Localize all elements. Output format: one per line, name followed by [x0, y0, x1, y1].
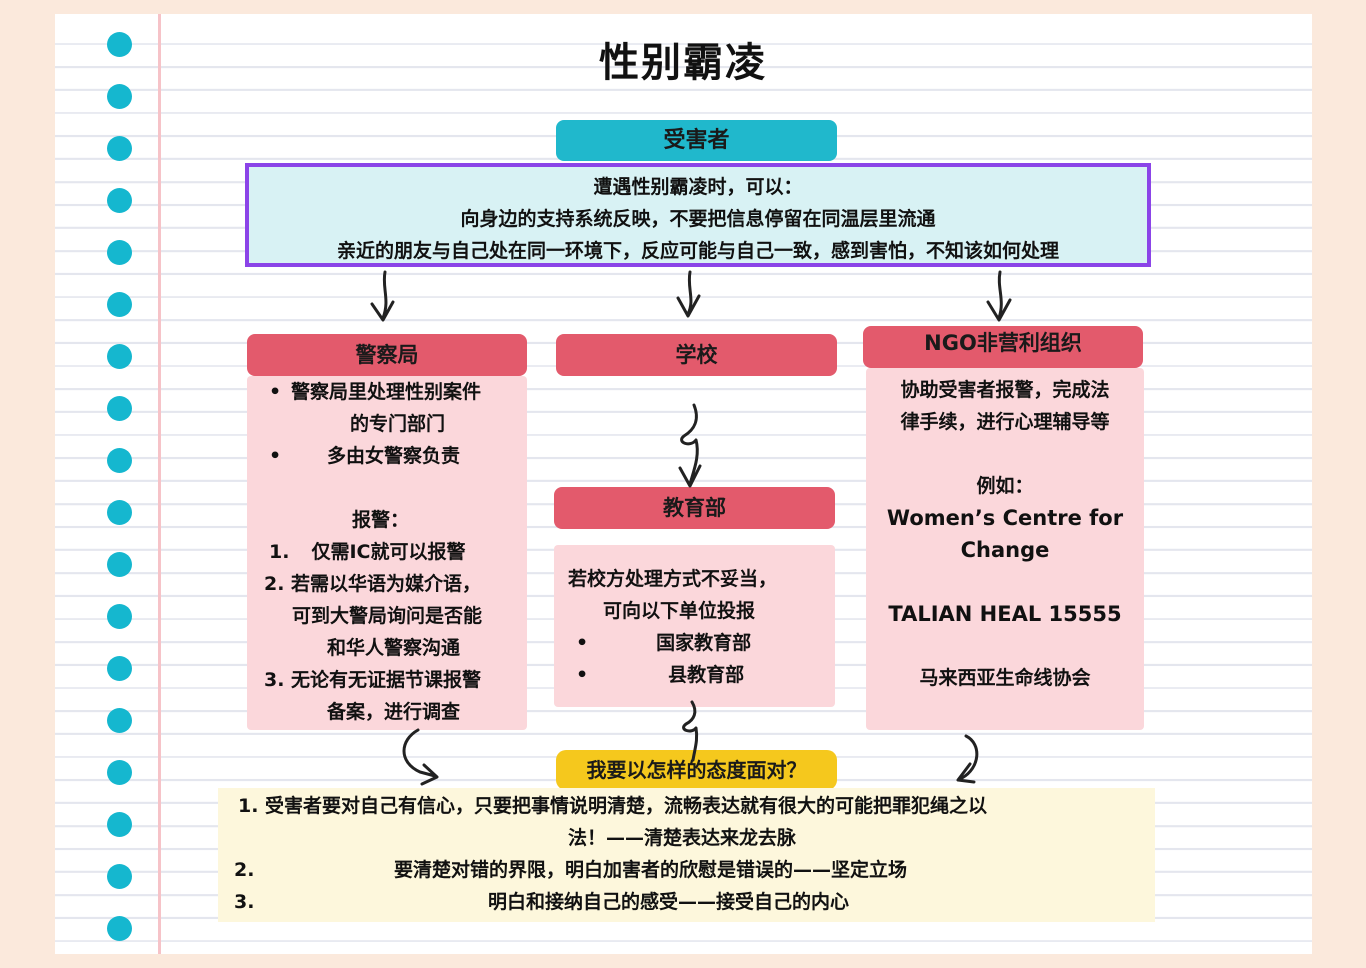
ngo-line: 协助受害者报警，完成法 — [900, 379, 1110, 401]
education-line: 可向以下单位投报 — [603, 600, 756, 622]
attitude-item: 2.要清楚对错的界限，明白加害者的欣慰是错误的——坚定立场 — [234, 859, 908, 881]
binder-hole — [107, 448, 132, 473]
binder-hole — [107, 552, 132, 577]
binder-hole — [107, 344, 132, 369]
police-box: •警察局里处理性别案件 的专门部门 •多由女警察负责 报警： 1.仅需IC就可以… — [247, 376, 527, 730]
police-header: 警察局 — [247, 334, 527, 376]
report-step: 1.仅需IC就可以报警 — [269, 541, 466, 563]
binder-hole — [107, 916, 132, 941]
binder-hole — [107, 396, 132, 421]
report-step: 2. 若需以华语为媒介语， — [264, 573, 482, 595]
school-header: 学校 — [556, 334, 837, 376]
intro-line: 亲近的朋友与自己处在同一环境下，反应可能与自己一致，感到害怕，不知该如何处理 — [336, 240, 1059, 262]
attitude-question: 我要以怎样的态度面对？ — [556, 750, 837, 790]
police-bullet: •警察局里处理性别案件 — [269, 381, 482, 403]
intro-line: 向身边的支持系统反映，不要把信息停留在同温层里流通 — [460, 208, 936, 230]
police-bullet-cont: 的专门部门 — [350, 413, 446, 435]
intro-box: 遭遇性别霸凌时，可以： 向身边的支持系统反映，不要把信息停留在同温层里流通 亲近… — [245, 163, 1151, 267]
ngo-line: 律手续，进行心理辅导等 — [900, 411, 1110, 433]
binder-hole — [107, 500, 132, 525]
intro-line: 遭遇性别霸凌时，可以： — [593, 176, 803, 198]
example-label: 例如： — [976, 475, 1034, 497]
binder-hole — [107, 188, 132, 213]
attitude-item: 法！——清楚表达来龙去脉 — [568, 827, 797, 849]
ngo-example: TALIAN HEAL 15555 — [888, 602, 1122, 626]
binder-hole — [107, 708, 132, 733]
report-step-cont: 和华人警察沟通 — [327, 637, 461, 659]
binder-hole — [107, 812, 132, 837]
ngo-example: Women’s Centre for — [886, 506, 1124, 530]
binder-hole — [107, 656, 132, 681]
attitude-item: 3.明白和接纳自己的感受——接受自己的内心 — [234, 891, 850, 913]
page-title: 性别霸凌 — [599, 40, 767, 86]
ngo-example: 马来西亚生命线协会 — [919, 667, 1091, 689]
binder-hole — [107, 136, 132, 161]
report-step-cont: 备案，进行调查 — [327, 701, 461, 723]
binder-hole — [107, 84, 132, 109]
binder-hole — [107, 604, 132, 629]
education-bullet: •县教育部 — [576, 664, 745, 686]
police-bullet: •多由女警察负责 — [269, 445, 461, 467]
education-bullet: •国家教育部 — [576, 632, 752, 654]
binder-hole — [107, 32, 132, 57]
victim-header: 受害者 — [556, 120, 837, 161]
ngo-example: Change — [960, 538, 1050, 562]
education-box: 若校方处理方式不妥当， 可向以下单位投报 •国家教育部 •县教育部 — [554, 545, 835, 707]
binder-hole — [107, 240, 132, 265]
education-header: 教育部 — [554, 487, 835, 529]
attitude-box: 1. 受害者要对自己有信心，只要把事情说明清楚，流畅表达就有很大的可能把罪犯绳之… — [218, 788, 1155, 922]
margin-line — [158, 14, 161, 954]
binder-hole — [107, 760, 132, 785]
education-line: 若校方处理方式不妥当， — [568, 568, 778, 590]
report-step: 3. 无论有无证据节课报警 — [264, 669, 482, 691]
binder-hole — [107, 292, 132, 317]
attitude-item: 1. 受害者要对自己有信心，只要把事情说明清楚，流畅表达就有很大的可能把罪犯绳之… — [238, 795, 988, 817]
report-step-cont: 可到大警局询问是否能 — [292, 605, 483, 627]
ngo-header: NGO非营利组织 — [863, 326, 1143, 368]
report-label: 报警： — [352, 509, 410, 531]
ngo-box: 协助受害者报警，完成法 律手续，进行心理辅导等 例如： Women’s Cent… — [866, 368, 1144, 730]
binder-hole — [107, 864, 132, 889]
